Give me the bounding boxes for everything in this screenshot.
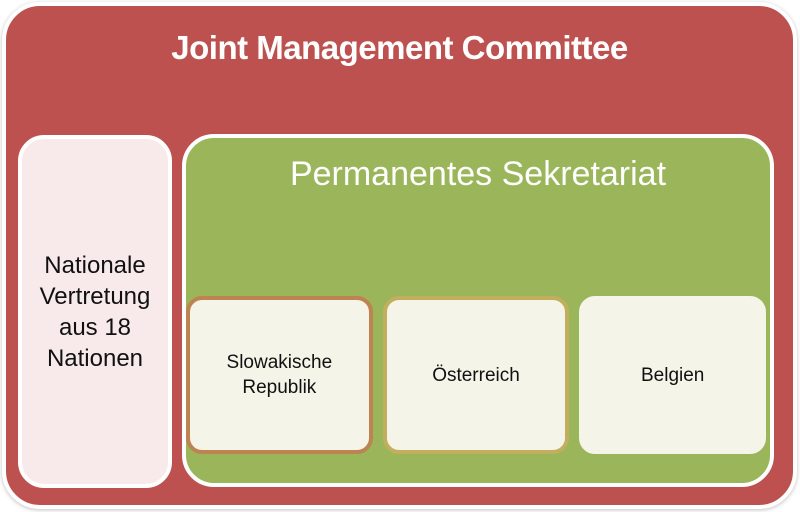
member-label: Slowakische Republik bbox=[226, 352, 333, 398]
member-box-austria: Österreich bbox=[382, 296, 570, 454]
member-label: Österreich bbox=[432, 364, 520, 386]
secretariat-title: Permanentes Sekretariat bbox=[289, 155, 667, 193]
national-representation-label: Nationale Vertretung aus 18 Nationen bbox=[39, 251, 151, 372]
national-representation-box: Nationale Vertretung aus 18 Nationen bbox=[18, 135, 172, 488]
member-countries-row: Slowakische Republik Österreich Belgien bbox=[186, 296, 767, 454]
committee-title: Joint Management Committee bbox=[171, 29, 628, 66]
member-label: Belgien bbox=[640, 364, 705, 386]
member-box-belgium: Belgien bbox=[579, 296, 767, 454]
member-box-slovak-republic: Slowakische Republik bbox=[186, 296, 373, 454]
secretariat-panel: Permanentes Sekretariat Slowakische Repu… bbox=[182, 134, 774, 487]
